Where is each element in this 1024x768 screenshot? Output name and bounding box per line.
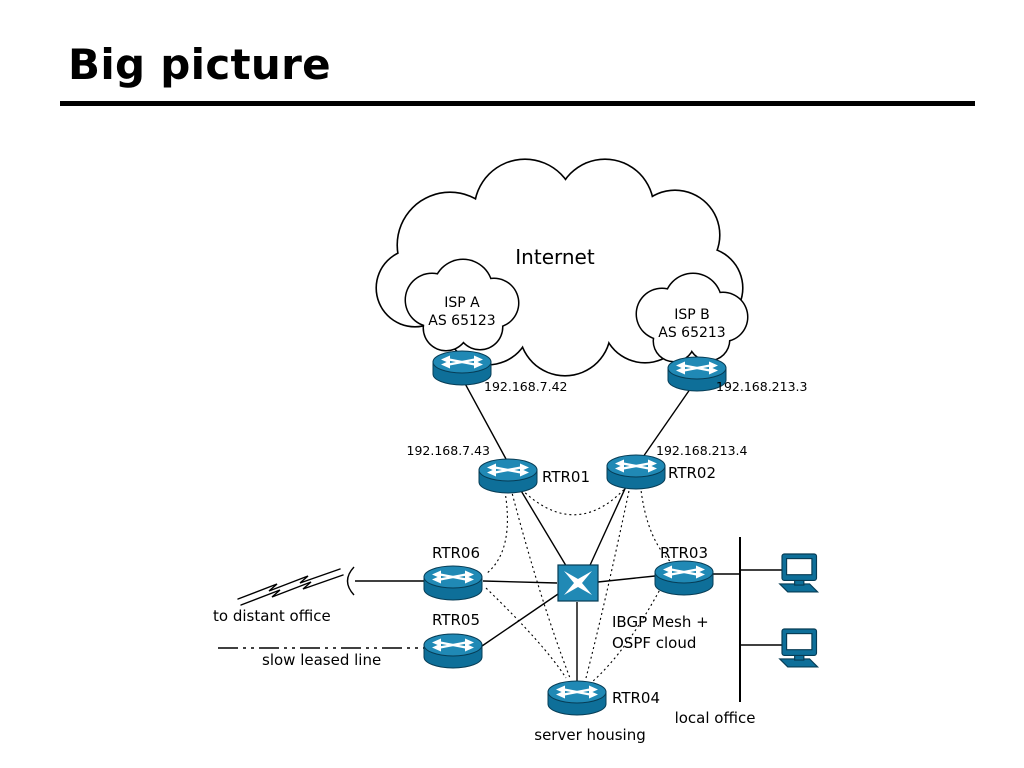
- label-rtr04: RTR04: [612, 689, 660, 707]
- router-rtr05: [422, 632, 484, 670]
- router-rtr04: [546, 679, 608, 717]
- link-rtr03-switch: [597, 575, 656, 583]
- label-ibgp-line2: OSPF cloud: [612, 634, 696, 652]
- diagram-labels: 192.168.7.42 192.168.213.3 192.168.7.43 …: [213, 379, 807, 744]
- internet-label: Internet: [515, 245, 595, 269]
- label-rtr02: RTR02: [668, 464, 716, 482]
- isp-a-as: AS 65123: [428, 313, 495, 329]
- label-rtr06: RTR06: [432, 544, 480, 562]
- workstation-icon: [779, 553, 819, 593]
- ip-rtr02: 192.168.213.4: [656, 443, 747, 458]
- connection-lines: [218, 377, 784, 702]
- router-icon: [546, 679, 608, 717]
- title-underline: Big picture: [60, 40, 975, 106]
- ibgp-mesh-curves: [485, 480, 679, 683]
- ip-isp-b: 192.168.213.3: [716, 379, 807, 394]
- label-ibgp-line1: IBGP Mesh +: [612, 613, 709, 631]
- router-rtr03: [653, 559, 715, 597]
- router-rtr02: [605, 453, 667, 491]
- link-rtr01-switch: [516, 483, 572, 575]
- router-icon: [653, 559, 715, 597]
- isp-b-name: ISP B: [674, 307, 710, 323]
- router-isp-a: [431, 349, 493, 387]
- workstation-1: [779, 553, 819, 593]
- link-rtr05-switch: [481, 591, 562, 647]
- isp-a-name: ISP A: [444, 295, 480, 311]
- cloud-isp-b: ISP B AS 65213: [635, 272, 749, 363]
- label-rtr01: RTR01: [542, 468, 590, 486]
- ip-isp-a: 192.168.7.42: [484, 379, 568, 394]
- link-rtr06-switch: [482, 580, 558, 584]
- link-rtr02-switch: [585, 479, 630, 575]
- link-ispb-rtr02: [642, 381, 696, 458]
- link-ispa-rtr01: [461, 377, 507, 460]
- router-icon: [422, 564, 484, 602]
- cloud-isp-a: ISP A AS 65123: [404, 258, 520, 352]
- router-rtr06: [422, 564, 484, 602]
- central-switch: [557, 564, 599, 602]
- router-icon: [431, 349, 493, 387]
- router-icon: [477, 457, 539, 495]
- label-rtr05: RTR05: [432, 611, 480, 629]
- label-local-office: local office: [675, 709, 756, 727]
- label-to-distant-office: to distant office: [213, 607, 331, 625]
- router-rtr01: [477, 457, 539, 495]
- workstation-2: [779, 628, 819, 668]
- lightning-bolt-icon: [237, 568, 341, 600]
- isp-b-as: AS 65213: [658, 325, 725, 341]
- lightning-bolt-icon: [240, 574, 344, 606]
- switch-star-icon: [564, 571, 592, 595]
- router-icon: [605, 453, 667, 491]
- label-slow-leased-line: slow leased line: [262, 651, 381, 669]
- workstation-icon: [779, 628, 819, 668]
- label-server-housing: server housing: [534, 726, 645, 744]
- ip-rtr01: 192.168.7.43: [407, 443, 491, 458]
- wan-arc-icon: [346, 566, 355, 596]
- label-rtr03: RTR03: [660, 544, 708, 562]
- page-title: Big picture: [68, 40, 331, 89]
- router-icon: [422, 632, 484, 670]
